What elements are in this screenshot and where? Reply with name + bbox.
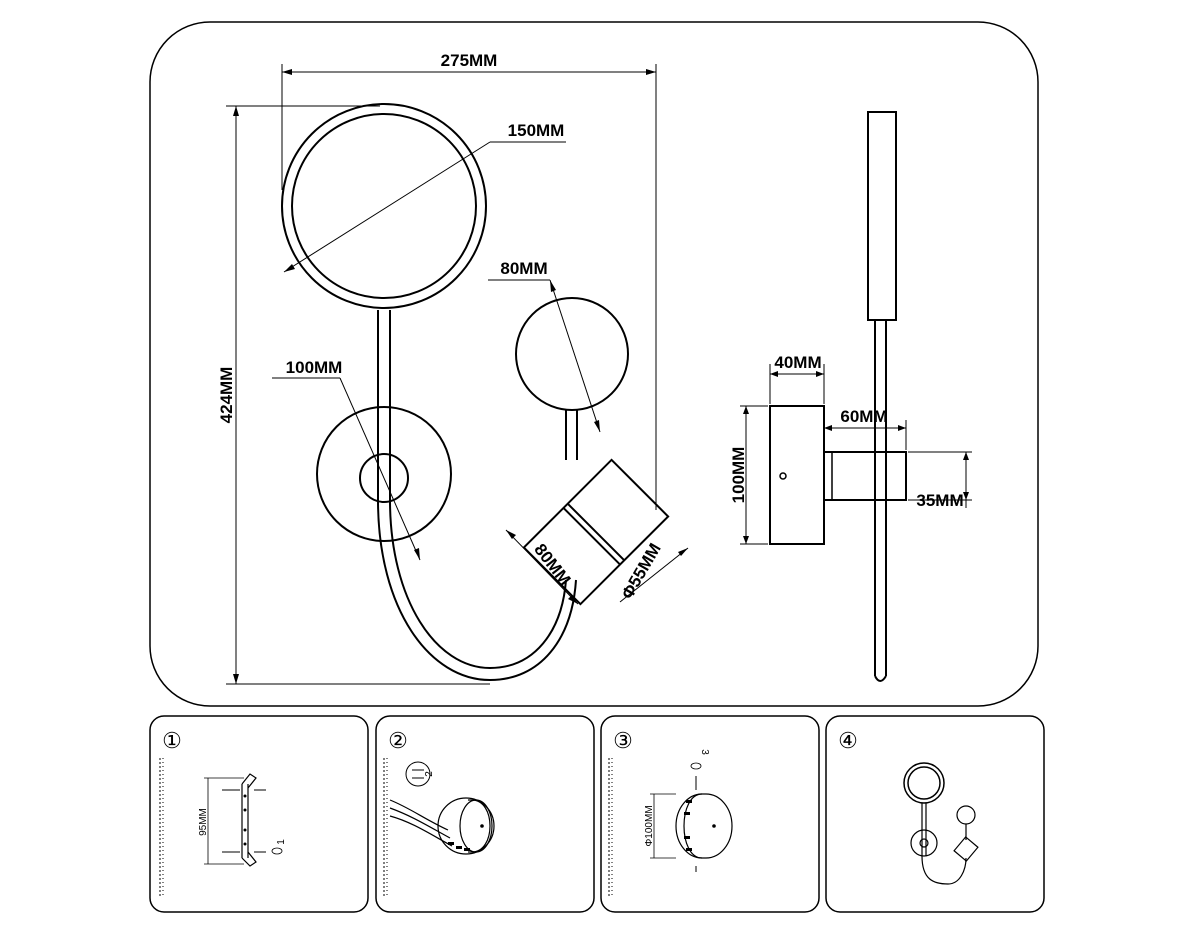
step-1-screw-label: 1 xyxy=(276,839,287,845)
front-view: 275MM 424MM 150MM 100MM 80MM xyxy=(217,51,689,685)
width-dimension-label: 275MM xyxy=(441,51,498,70)
spotlight-diameter-label: Φ55MM xyxy=(618,540,665,602)
large-ring-label: 150MM xyxy=(508,121,565,140)
large-ring xyxy=(281,103,487,309)
step-1-dimension: 95MM xyxy=(198,808,209,836)
stem-outer xyxy=(377,310,577,682)
wall-base xyxy=(316,406,452,542)
base-profile xyxy=(769,405,825,545)
canopy xyxy=(675,793,733,859)
assembled-lamp xyxy=(903,762,979,885)
height-dimension-label: 424MM xyxy=(217,367,236,424)
spotlight xyxy=(522,458,670,606)
step-4-number: ④ xyxy=(838,728,858,753)
wires xyxy=(389,799,449,831)
small-disc xyxy=(515,297,629,411)
step-1-number: ① xyxy=(162,728,182,753)
step-2-panel: ② 2 xyxy=(375,715,595,913)
step-4-panel: ④ xyxy=(825,715,1045,913)
base-depth-label: 40MM xyxy=(774,353,821,372)
step-2-number: ② xyxy=(388,728,408,753)
step-3-screw-label: 3 xyxy=(699,749,710,755)
spotlight-height-label: 35MM xyxy=(916,491,963,510)
step-1-panel: ① 95MM 1 xyxy=(149,715,369,913)
spotlight-depth-label: 60MM xyxy=(840,407,887,426)
ring-profile xyxy=(867,111,897,321)
rotate-icon xyxy=(690,762,702,770)
spotlight-length-label: 80MM xyxy=(530,540,574,589)
stem-inner xyxy=(389,310,567,670)
base-height-label: 100MM xyxy=(729,447,748,504)
rotate-icon xyxy=(271,847,283,855)
step-3-panel: ③ Φ100MM 3 xyxy=(600,715,820,913)
wall-base-label: 100MM xyxy=(286,358,343,377)
spotlight-profile xyxy=(823,451,907,501)
small-disc-label: 80MM xyxy=(500,259,547,278)
step-3-number: ③ xyxy=(613,728,633,753)
side-view: 40MM 60MM 100MM 35MM xyxy=(729,111,972,682)
step-3-dimension: Φ100MM xyxy=(644,805,655,846)
main-frame xyxy=(149,21,1039,707)
step-2-screw-label: 2 xyxy=(424,771,435,777)
terminal-block-icon xyxy=(405,761,431,787)
